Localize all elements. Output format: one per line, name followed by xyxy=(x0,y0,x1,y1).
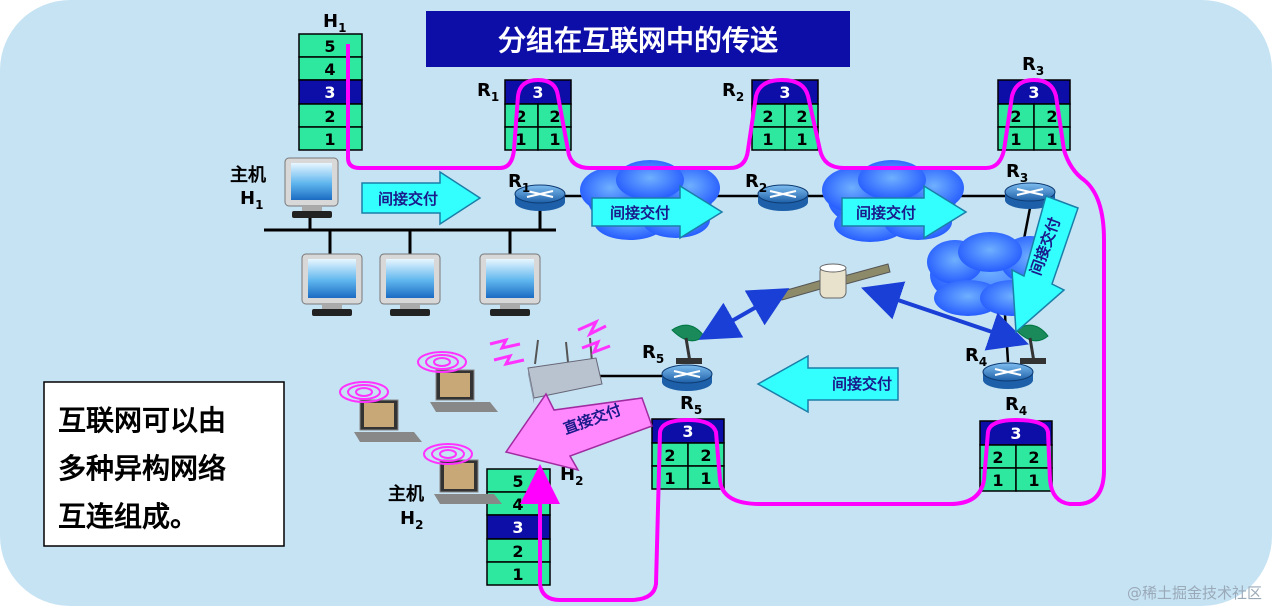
laptop-icon xyxy=(354,399,422,442)
router-r1-icon xyxy=(514,184,566,211)
host-h1-name: H1 xyxy=(240,188,263,212)
satellite-link-right xyxy=(861,281,1029,351)
r3-stack-label: R3 xyxy=(1022,54,1044,78)
wireless-access-point-icon xyxy=(527,337,603,404)
host-h2-word: 主机 xyxy=(388,483,424,505)
computer-icon xyxy=(301,253,363,316)
svg-text:间接交付: 间接交付 xyxy=(832,375,892,393)
r5-layer-3: 3 xyxy=(682,422,693,441)
r1-layer-2b: 2 xyxy=(549,107,560,126)
h1-protocol-stack: 5 4 3 2 1 xyxy=(298,33,363,151)
side-note-line-1: 互联网可以由 xyxy=(58,404,226,437)
h2-layer-4: 4 xyxy=(512,495,523,514)
r2-layer-1a: 1 xyxy=(762,130,773,149)
r2-stack-label: R2 xyxy=(722,80,744,104)
indirect-delivery-arrow-5: 间接交付 xyxy=(756,354,899,414)
satellite-icon xyxy=(779,263,891,301)
r2-layer-3: 3 xyxy=(779,83,790,102)
r1-layer-3: 3 xyxy=(532,83,543,102)
host-h2-name: H2 xyxy=(400,508,423,532)
svg-text:间接交付: 间接交付 xyxy=(856,204,916,222)
router-r4-icon xyxy=(982,362,1034,389)
r2-device-label: R2 xyxy=(745,171,767,195)
r3-layer-2b: 2 xyxy=(1046,107,1057,126)
satellite-link-left xyxy=(698,288,790,340)
computer-icon xyxy=(479,253,541,316)
side-note-box: 互联网可以由 多种异构网络 互连组成。 xyxy=(43,381,285,547)
side-note-line-3: 互连组成。 xyxy=(58,500,198,533)
wireless-signal-icon xyxy=(489,318,611,367)
host-h1-word: 主机 xyxy=(230,164,266,186)
h1-layer-4: 4 xyxy=(324,60,335,79)
r5-layer-1b: 1 xyxy=(700,469,711,488)
watermark: @稀土掘金技术社区 xyxy=(1127,584,1262,602)
r2-layer-2a: 2 xyxy=(762,107,773,126)
r3-layer-1b: 1 xyxy=(1046,130,1057,149)
r3-device-label: R3 xyxy=(1006,161,1028,185)
r2-layer-1b: 1 xyxy=(796,130,807,149)
r3-protocol-stack: 3 2 2 1 1 xyxy=(997,79,1071,151)
r5-stack-label: R5 xyxy=(680,393,702,417)
router-r3-icon xyxy=(1004,182,1056,209)
h2-layer-2: 2 xyxy=(512,542,523,561)
r3-layer-1a: 1 xyxy=(1010,130,1021,149)
wifi-waves-icon xyxy=(339,351,473,465)
r5-layer-2b: 2 xyxy=(700,446,711,465)
r4-layer-3: 3 xyxy=(1010,424,1021,443)
h2-stack-label: H2 xyxy=(560,464,583,488)
side-note-line-2: 多种异构网络 xyxy=(58,452,226,485)
r4-layer-2a: 2 xyxy=(992,448,1003,467)
svg-text:间接交付: 间接交付 xyxy=(378,190,438,208)
laptop-h2-icon xyxy=(434,459,502,504)
r1-layer-2a: 2 xyxy=(515,107,526,126)
h2-layer-3: 3 xyxy=(512,518,523,537)
indirect-delivery-arrow-2: 间接交付 xyxy=(591,184,724,240)
r5-layer-1a: 1 xyxy=(664,469,675,488)
r4-protocol-stack: 3 2 2 1 1 xyxy=(979,420,1053,492)
r3-layer-2a: 2 xyxy=(1010,107,1021,126)
page-title: 分组在互联网中的传送 xyxy=(498,24,778,57)
router-r5-icon xyxy=(661,364,713,391)
title-box: 分组在互联网中的传送 xyxy=(426,11,850,67)
r4-layer-1a: 1 xyxy=(992,471,1003,490)
r1-stack-label: R1 xyxy=(477,80,499,104)
h1-stack-label: H1 xyxy=(323,11,346,35)
r5-device-label: R5 xyxy=(642,342,664,366)
r2-layer-2b: 2 xyxy=(796,107,807,126)
h1-layer-1: 1 xyxy=(324,130,335,149)
computer-icon xyxy=(379,253,441,316)
laptop-icon xyxy=(430,369,498,412)
r1-layer-1a: 1 xyxy=(515,130,526,149)
svg-text:间接交付: 间接交付 xyxy=(610,204,670,222)
h1-layer-5: 5 xyxy=(324,37,335,56)
r3-layer-3: 3 xyxy=(1028,83,1039,102)
r1-device-label: R1 xyxy=(508,171,530,195)
r1-layer-1b: 1 xyxy=(549,130,560,149)
h2-layer-5: 5 xyxy=(512,472,523,491)
r4-layer-2b: 2 xyxy=(1028,448,1039,467)
packet-path xyxy=(346,44,1106,602)
r4-layer-1b: 1 xyxy=(1028,471,1039,490)
computer-h1-icon xyxy=(284,157,339,218)
r5-layer-2a: 2 xyxy=(664,446,675,465)
indirect-delivery-arrow-1: 间接交付 xyxy=(361,170,482,226)
r4-stack-label: R4 xyxy=(1005,394,1027,418)
h1-layer-2: 2 xyxy=(324,107,335,126)
indirect-delivery-arrow-3: 间接交付 xyxy=(841,184,968,240)
h2-layer-1: 1 xyxy=(512,565,523,584)
h1-layer-3: 3 xyxy=(324,83,335,102)
router-r2-icon xyxy=(757,184,809,211)
